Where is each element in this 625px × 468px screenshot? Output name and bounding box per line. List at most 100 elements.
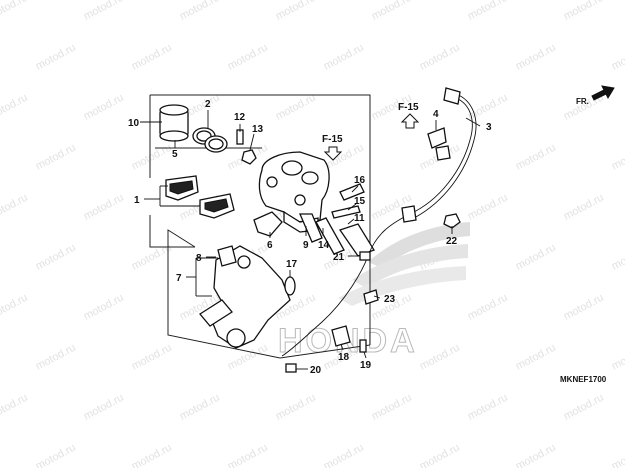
callout-2: 2: [205, 99, 211, 110]
watermark-text: motod.ru: [466, 292, 510, 323]
watermark-text: motod.ru: [610, 142, 625, 173]
callout-19: 19: [360, 360, 372, 371]
ref-f15-upper-right: F-15: [398, 102, 420, 129]
callout-11: 11: [354, 213, 365, 224]
watermark-text: motod.ru: [0, 292, 30, 323]
watermark-text: motod.ru: [514, 142, 558, 173]
watermark-text: motod.ru: [130, 242, 174, 273]
watermark-text: motod.ru: [466, 192, 510, 223]
callout-3: 3: [486, 122, 492, 133]
pin-boot: [284, 276, 296, 296]
watermark-text: motod.ru: [34, 342, 78, 373]
watermark-text: motod.ru: [418, 442, 462, 468]
watermark-text: motod.ru: [370, 392, 414, 423]
callout-23: 23: [384, 294, 396, 305]
watermark-text: motod.ru: [466, 92, 510, 123]
callout-8: 8: [196, 253, 202, 264]
ref-arrow-down-icon: [323, 146, 343, 161]
callouts: 10 2 5 1 12 13 6 7 8 17 9 14 15 16 11 21…: [128, 99, 492, 376]
watermark-text: motod.ru: [514, 342, 558, 373]
callout-6: 6: [267, 240, 273, 251]
fasteners: [285, 251, 379, 373]
callout-15: 15: [354, 196, 366, 207]
ref-arrow-up-icon: [400, 113, 420, 129]
watermark-text: motod.ru: [562, 0, 606, 23]
watermark-text: motod.ru: [562, 392, 606, 423]
watermark-text: motod.ru: [514, 42, 558, 73]
direction-arrow-icon: [591, 85, 615, 101]
caliper-body: [258, 151, 330, 233]
watermark-text: motod.ru: [34, 442, 78, 468]
callout-14: 14: [318, 240, 330, 251]
watermark-text: motod.ru: [514, 242, 558, 273]
watermark-text: motod.ru: [130, 42, 174, 73]
leader-lines: [140, 110, 481, 370]
ref-f15-upper-left: F-15: [322, 134, 343, 161]
callout-13: 13: [252, 124, 264, 135]
watermark-text: motod.ru: [466, 0, 510, 23]
watermark-text: motod.ru: [418, 42, 462, 73]
caliper-piston: [159, 104, 189, 142]
piston-seals: [192, 127, 228, 153]
callout-20: 20: [310, 365, 322, 376]
drawing-code: MKNEF1700: [560, 375, 607, 384]
caliper-bracket: [199, 245, 291, 349]
watermark-text: motod.ru: [562, 192, 606, 223]
watermark-text: motod.ru: [610, 242, 625, 273]
callout-9: 9: [303, 240, 309, 251]
watermark-text: motod.ru: [178, 0, 222, 23]
watermark-text: motod.ru: [322, 442, 366, 468]
pad-spring: [253, 211, 283, 237]
watermark-text: motod.ru: [514, 442, 558, 468]
brake-pads: [165, 175, 235, 219]
callout-21: 21: [333, 252, 345, 263]
callout-7: 7: [176, 273, 182, 284]
watermark-text: motod.ru: [370, 0, 414, 23]
watermark-text: motod.ru: [466, 392, 510, 423]
callout-4: 4: [433, 109, 439, 120]
watermark-text: motod.ru: [274, 0, 318, 23]
watermark-text: motod.ru: [0, 192, 30, 223]
watermark-text: motod.ru: [82, 0, 126, 23]
watermark-text: motod.ru: [178, 392, 222, 423]
watermark-text: motod.ru: [34, 42, 78, 73]
stopper-clip: [217, 245, 237, 267]
watermark-text: motod.ru: [82, 192, 126, 223]
callout-1: 1: [134, 195, 140, 206]
front-direction-indicator: FR.: [576, 85, 615, 106]
callout-18: 18: [338, 352, 350, 363]
callout-16: 16: [354, 175, 366, 186]
watermark-text: motod.ru: [130, 442, 174, 468]
watermark-text: motod.ru: [562, 292, 606, 323]
watermark-text: motod.ru: [82, 92, 126, 123]
watermark-text: motod.ru: [130, 342, 174, 373]
ref-label-upper-right: F-15: [398, 102, 419, 113]
callout-17: 17: [286, 259, 298, 270]
callout-12: 12: [234, 112, 246, 123]
watermark-text: motod.ru: [0, 0, 30, 23]
watermark-text: motod.ru: [130, 142, 174, 173]
watermark-text: motod.ru: [0, 392, 30, 423]
callout-22: 22: [446, 236, 458, 247]
watermark-text: motod.ru: [226, 42, 270, 73]
hose-clamp: [427, 127, 451, 161]
watermark-text: motod.ru: [274, 92, 318, 123]
watermark-text: motod.ru: [34, 242, 78, 273]
watermark-text: motod.ru: [0, 92, 30, 123]
hose-nut: [443, 213, 461, 229]
watermark-text: motod.ru: [274, 392, 318, 423]
callout-5: 5: [172, 149, 178, 160]
watermark-text: motod.ru: [418, 342, 462, 373]
direction-label: FR.: [576, 97, 589, 106]
watermark-text: motod.ru: [226, 442, 270, 468]
watermark-text: motod.ru: [610, 342, 625, 373]
caliper-pins: [299, 183, 375, 257]
watermark-text: motod.ru: [82, 392, 126, 423]
watermark-text: motod.ru: [610, 442, 625, 468]
bleeder-valve: [236, 129, 257, 165]
watermark-text: motod.ru: [322, 42, 366, 73]
watermark-text: motod.ru: [34, 142, 78, 173]
watermark-text: motod.ru: [82, 292, 126, 323]
brake-hose: [281, 87, 477, 357]
